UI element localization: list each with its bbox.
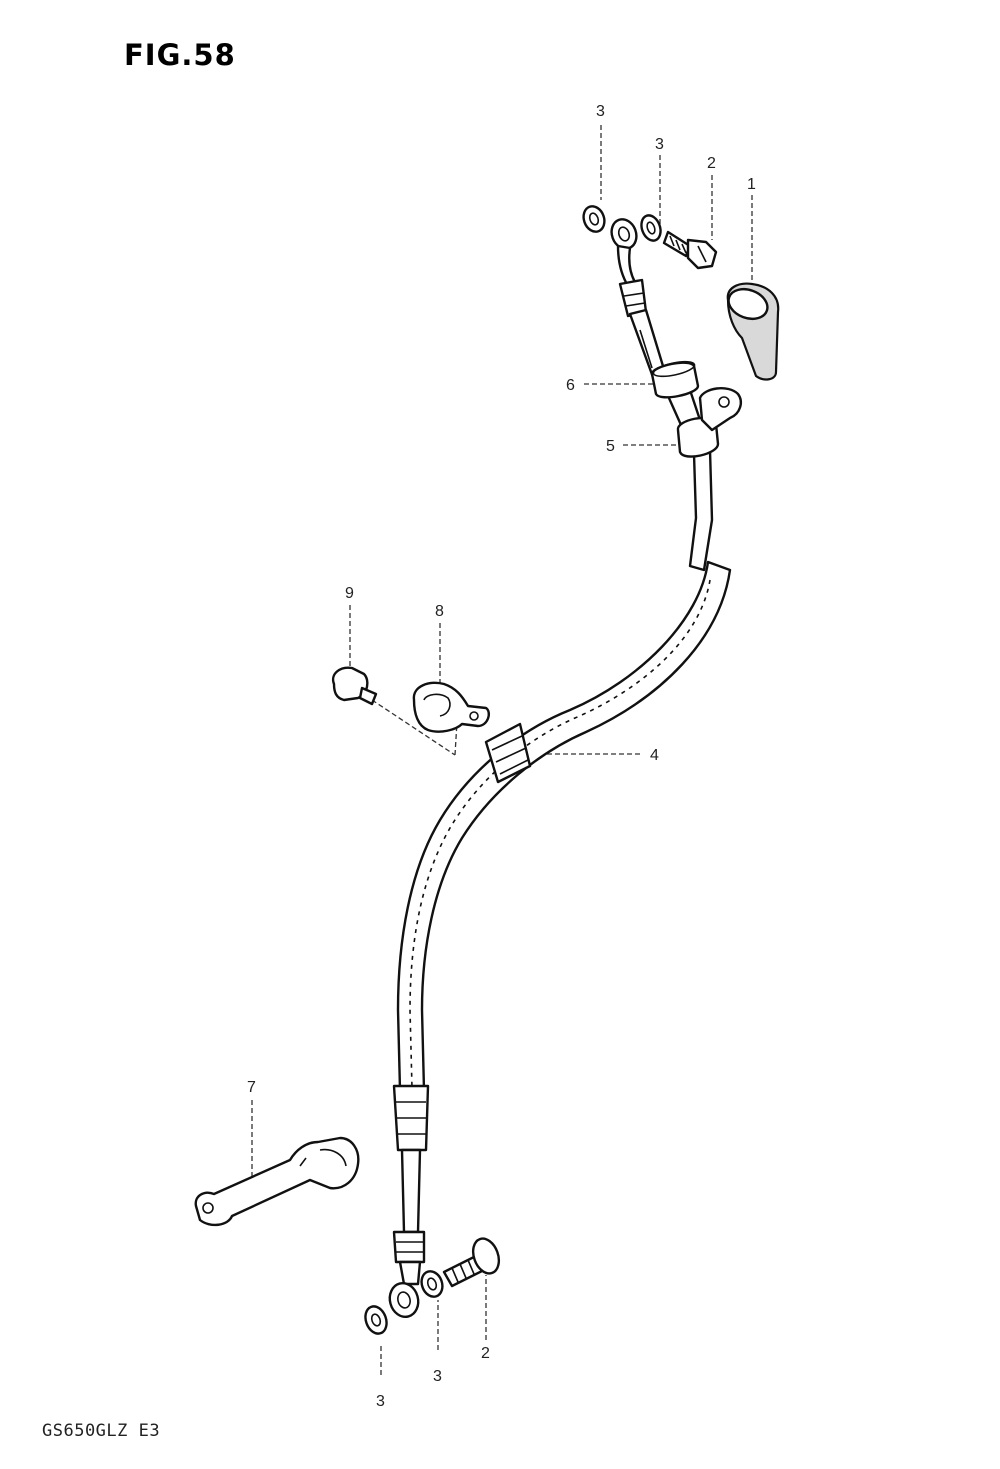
callout-bracket: 7 [247, 1079, 256, 1096]
grommet [650, 360, 700, 399]
hose-banjo-bottom [388, 1260, 422, 1319]
clamp [412, 681, 490, 733]
callout-brake-hose: 4 [650, 747, 659, 764]
gasket-bottom-right [420, 1270, 444, 1298]
brake-hose [392, 560, 732, 1264]
callout-union-bolt-bottom: 2 [481, 1345, 490, 1362]
hose-clamp [676, 387, 742, 458]
hose-upper-section [616, 244, 714, 572]
model-code: GS650GLZ E3 [42, 1421, 161, 1441]
callout-clamp: 8 [435, 603, 444, 620]
callout-cap: 1 [747, 176, 756, 193]
union-bolt-top [662, 230, 718, 270]
callout-gasket-top-left: 3 [596, 103, 605, 120]
callout-gasket-top-right: 3 [655, 136, 664, 153]
gasket-bottom-left [364, 1305, 388, 1335]
callout-gasket-bottom-right: 3 [433, 1368, 442, 1385]
union-bolt-bottom [442, 1237, 501, 1288]
callout-grommet: 6 [566, 377, 575, 394]
callout-gasket-bottom-left: 3 [376, 1393, 385, 1410]
figure-title: FIG.58 [124, 38, 236, 72]
gasket-top-right [640, 214, 662, 242]
clamp-bolt [331, 666, 378, 706]
cap [726, 282, 780, 381]
callout-hose-clamp: 5 [606, 438, 615, 455]
callout-numbers: 3 3 2 1 6 5 9 8 4 7 2 3 3 [247, 103, 756, 1410]
callout-clamp-bolt: 9 [345, 585, 354, 602]
callout-union-bolt-top: 2 [707, 155, 716, 172]
gasket-top-left [582, 205, 606, 233]
bracket [194, 1136, 360, 1227]
leader-lines [251, 125, 753, 1375]
